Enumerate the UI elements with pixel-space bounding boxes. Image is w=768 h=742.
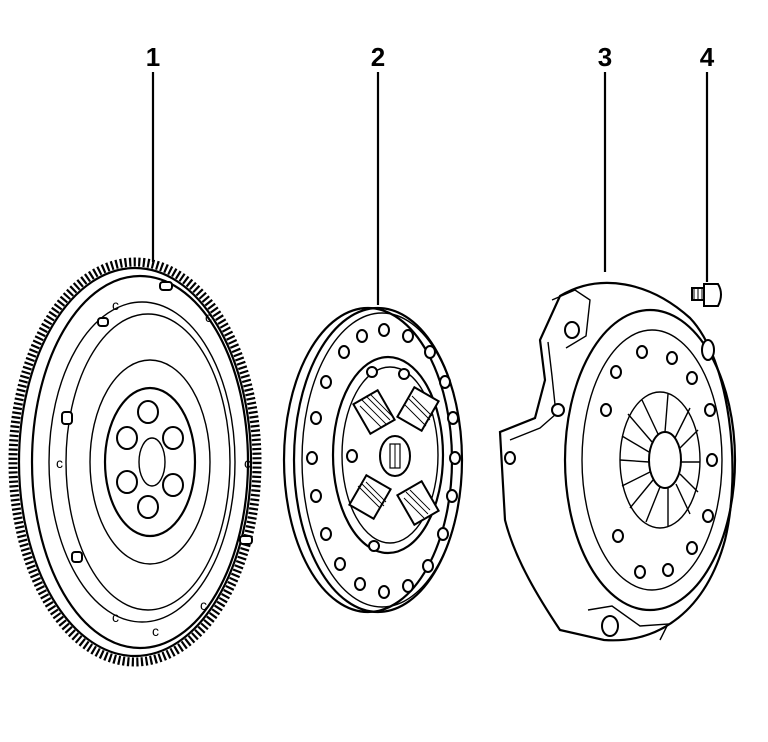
svg-text:c: c [112,297,119,313]
flywheel-drawing: c c c c c c c [8,257,262,667]
svg-text:c: c [205,309,212,325]
callout-2: 2 [370,42,386,72]
svg-text:c: c [56,455,63,471]
callout-3: 3 [597,42,613,72]
svg-text:c: c [112,609,119,625]
svg-text:c: c [200,597,207,613]
svg-text:c: c [152,623,159,639]
pressure-plate-drawing [498,281,737,642]
callout-1: 1 [145,42,161,72]
svg-text:c: c [244,455,251,471]
callout-4: 4 [699,42,715,72]
clutch-disc-drawing [282,306,464,614]
bolt-drawing [691,283,722,307]
